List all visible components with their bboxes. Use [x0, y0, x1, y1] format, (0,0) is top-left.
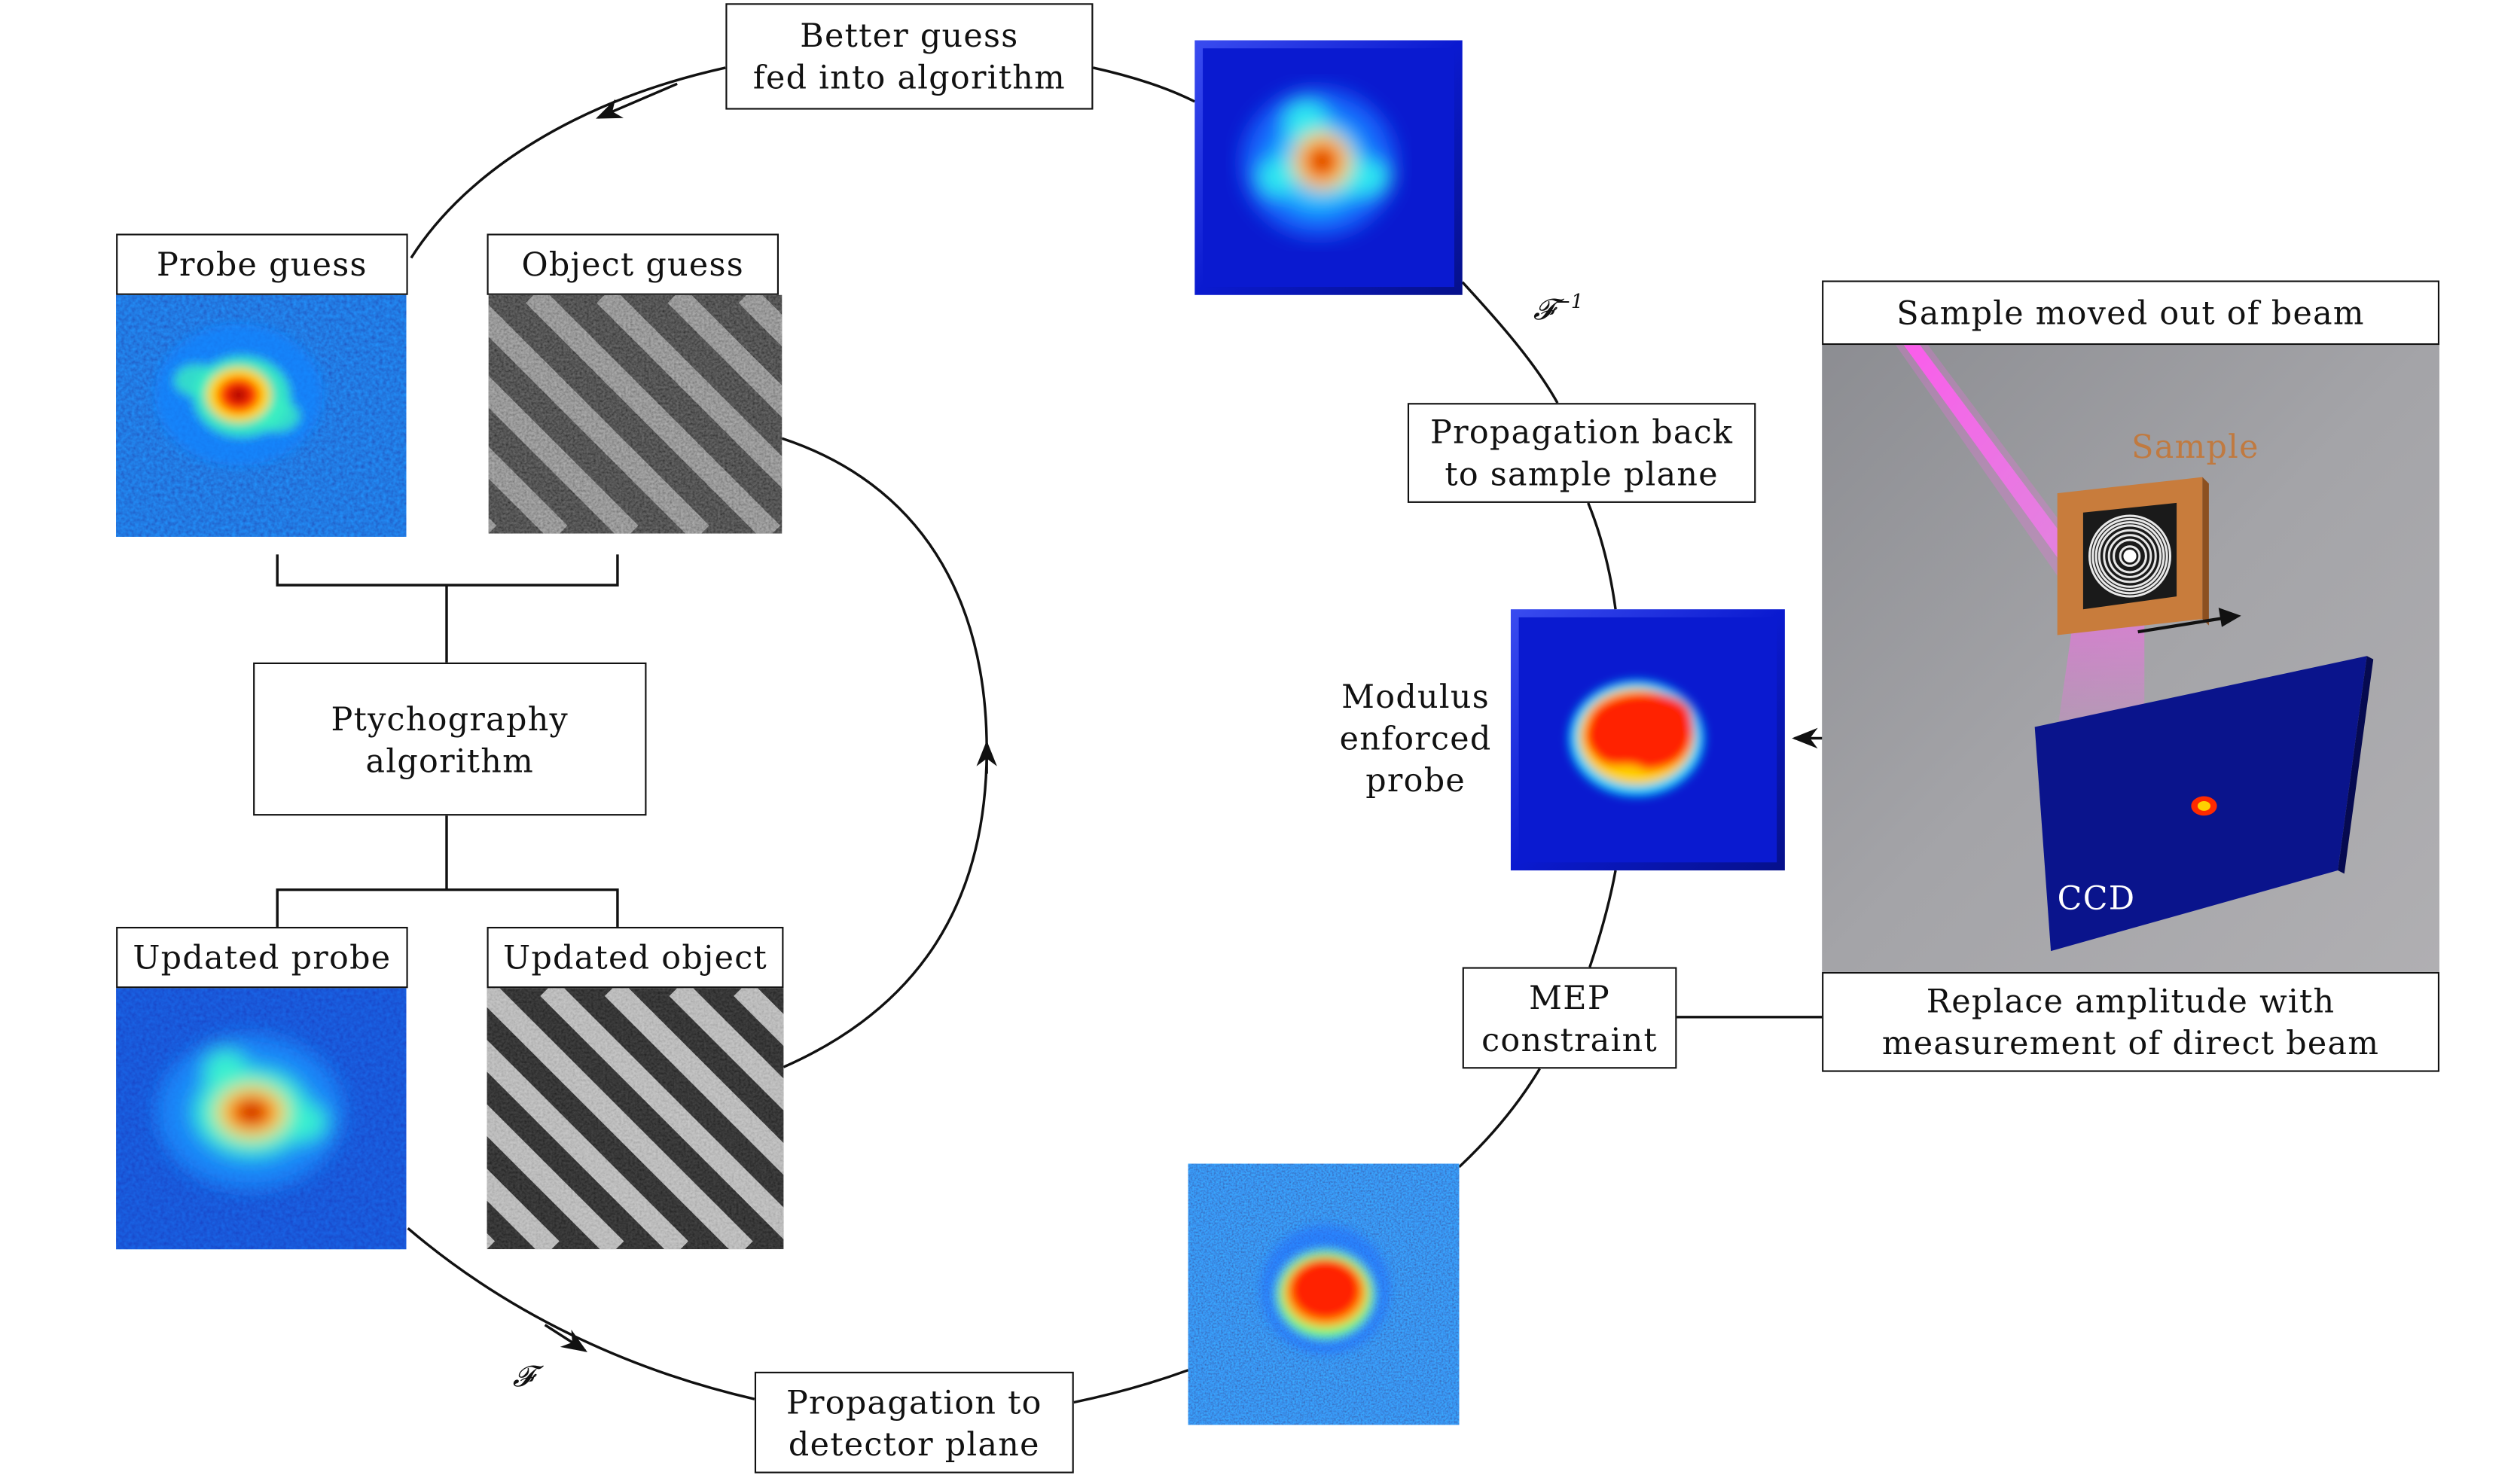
- ptychography-line-1: Ptychography: [331, 699, 569, 738]
- curve-speckle-to-propagation-to: [1073, 1369, 1189, 1404]
- object-guess-image: [488, 294, 1198, 534]
- sample-moved-label: Sample moved out of beam: [1896, 293, 2365, 333]
- ptychography-line-2: algorithm: [365, 740, 535, 780]
- bracket-outputs: [276, 815, 619, 927]
- grating-stripe: [871, 988, 1132, 1249]
- curve-arrow-f: [544, 1324, 587, 1352]
- curve-better-guess-to-top-probe: [1093, 66, 1196, 103]
- probe-guess-box: Probe guess: [116, 233, 408, 295]
- zone-plate-ring: [2091, 517, 2168, 595]
- zone-plate-ring: [2103, 529, 2157, 584]
- ccd-label: CCD: [2057, 878, 2136, 918]
- probe-guess-label: Probe guess: [156, 245, 368, 284]
- curve-mep-to-speckle: [1458, 1068, 1541, 1169]
- grating-stripe: [738, 294, 783, 347]
- updated-probe-image: [116, 988, 407, 1250]
- modulus-enforced-probe-image: [1510, 609, 1785, 871]
- sample-moved-box: Sample moved out of beam: [1822, 280, 2440, 346]
- modulus-enforced-probe-label: Modulus enforced probe: [1326, 675, 1506, 801]
- zone-plate-ring: [2097, 524, 2162, 588]
- curve-top-probe-to-propagation-back: [1461, 281, 1559, 404]
- curve-modulus-to-mep: [1588, 870, 1617, 968]
- probe-guess-image: [116, 294, 407, 537]
- right-arrow-icon: [2137, 608, 2241, 634]
- curve-updated-object-to-object-guess: [781, 437, 988, 1068]
- replace-amplitude-line-2: measurement of direct beam: [1881, 1023, 2380, 1062]
- updated-object-box: Updated object: [487, 926, 784, 989]
- better-guess-line-1: Better guess: [800, 16, 1019, 55]
- object-guess-box: Object guess: [487, 233, 779, 295]
- sample-label: Sample: [2131, 427, 2259, 466]
- propagation-to-detector-box: Propagation to detector plane: [754, 1371, 1074, 1473]
- fourier-symbol: 𝓕: [512, 1360, 535, 1394]
- inverse-fourier-symbol: 𝓕: [1533, 293, 1555, 328]
- propagation-to-line-2: detector plane: [788, 1424, 1040, 1463]
- better-guess-box: Better guess fed into algorithm: [725, 3, 1094, 110]
- detector-plane-image: [1188, 1163, 1460, 1425]
- mep-constraint-box: MEP constraint: [1462, 967, 1677, 1069]
- experimental-setup-render: [1822, 343, 2440, 972]
- propagation-to-line-1: Propagation to: [786, 1382, 1042, 1422]
- curve-better-guess-to-probe-guess: [410, 66, 726, 259]
- ccd-detector-panel: [2034, 656, 2374, 952]
- replace-amplitude-box: Replace amplitude with measurement of di…: [1822, 971, 2440, 1072]
- mep-line-2: constraint: [1481, 1019, 1658, 1059]
- modulus-line-2: enforced: [1339, 718, 1492, 758]
- propagation-back-line-2: to sample plane: [1445, 454, 1719, 494]
- updated-probe-label: Updated probe: [133, 937, 392, 977]
- better-guess-line-2: fed into algorithm: [752, 58, 1066, 97]
- inverse-fourier-label: 𝓕−1: [1533, 290, 1583, 327]
- grating-stripe: [935, 988, 1197, 1249]
- modulus-line-3: probe: [1365, 760, 1466, 800]
- grating-stripe: [817, 295, 1056, 534]
- mep-line-1: MEP: [1529, 977, 1610, 1016]
- updated-object-image: [487, 988, 1197, 1250]
- curve-updated-probe-to-propagation-to: [407, 1227, 755, 1400]
- updated-probe-box: Updated probe: [116, 926, 408, 989]
- ptychography-algorithm-box: Ptychography algorithm: [253, 662, 647, 816]
- grating-stripe: [806, 988, 1067, 1249]
- curve-propagation-back-to-modulus: [1587, 502, 1617, 610]
- propagation-back-line-1: Propagation back: [1430, 413, 1734, 452]
- zone-plate-ring: [2107, 534, 2152, 578]
- zone-plate-ring: [2088, 514, 2172, 598]
- replace-amplitude-line-1: Replace amplitude with: [1926, 981, 2335, 1021]
- incoming-beam: [1902, 343, 2097, 593]
- inverse-fourier-exponent: −1: [1554, 290, 1584, 313]
- sample-frame: [2057, 477, 2209, 635]
- zone-plate-ring: [2094, 521, 2165, 592]
- grating-stripe: [959, 295, 1198, 534]
- updated-object-label: Updated object: [502, 937, 767, 977]
- curve-arrow-into-probe: [596, 82, 678, 119]
- object-guess-label: Object guess: [521, 245, 745, 284]
- better-guess-probe-image: [1194, 40, 1463, 295]
- propagation-back-box: Propagation back to sample plane: [1407, 403, 1756, 503]
- zone-plate-ring: [2119, 545, 2141, 567]
- fourier-label: 𝓕: [513, 1361, 534, 1394]
- bracket-inputs: [276, 554, 619, 663]
- modulus-line-1: Modulus: [1341, 677, 1490, 716]
- grating-stripe: [889, 295, 1127, 534]
- zone-plate-ring: [2113, 538, 2147, 574]
